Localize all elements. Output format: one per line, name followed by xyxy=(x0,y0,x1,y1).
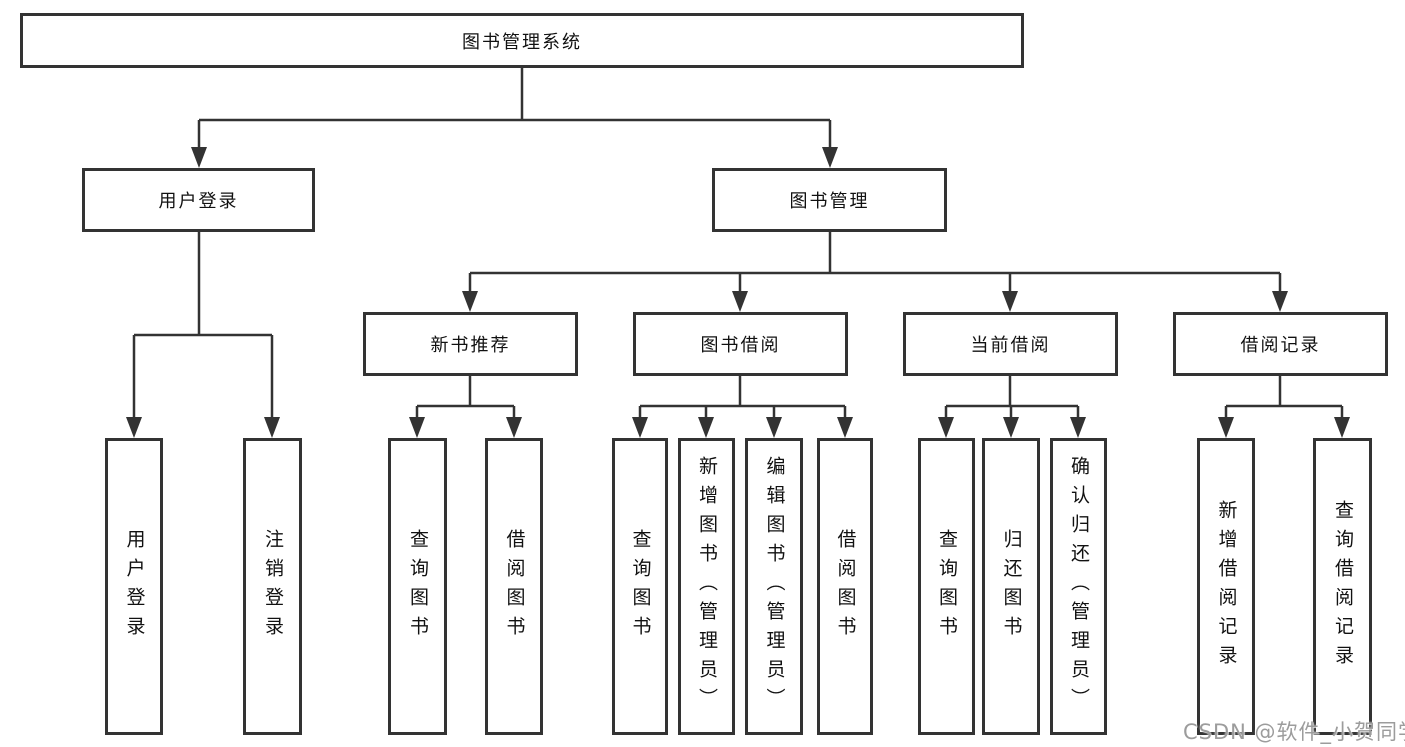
node-borrowing-records: 借阅记录 xyxy=(1173,312,1388,376)
node-current-borrowing: 当前借阅 xyxy=(903,312,1118,376)
node-book-borrowing: 图书借阅 xyxy=(633,312,848,376)
leaf-logout: 注销登录 xyxy=(243,438,302,735)
node-root-system: 图书管理系统 xyxy=(20,13,1024,68)
leaf-add-books-admin: 新增图书（管理员） xyxy=(678,438,735,735)
leaf-query-books-current: 查询图书 xyxy=(918,438,975,735)
connector-segments xyxy=(132,68,1344,420)
leaf-add-borrow-record: 新增借阅记录 xyxy=(1197,438,1255,735)
leaf-borrow-books: 借阅图书 xyxy=(817,438,873,735)
node-new-book-recommend: 新书推荐 xyxy=(363,312,578,376)
leaf-query-borrow-record: 查询借阅记录 xyxy=(1313,438,1372,735)
leaf-user-login: 用户登录 xyxy=(105,438,163,735)
node-book-management: 图书管理 xyxy=(712,168,947,232)
leaf-query-books-borrow: 查询图书 xyxy=(612,438,668,735)
leaf-edit-books-admin: 编辑图书（管理员） xyxy=(745,438,803,735)
node-user-login: 用户登录 xyxy=(82,168,315,232)
leaf-confirm-return-admin: 确认归还（管理员） xyxy=(1050,438,1107,735)
leaf-borrow-books-recommend: 借阅图书 xyxy=(485,438,543,735)
leaf-query-books-recommend: 查询图书 xyxy=(388,438,447,735)
leaf-return-books: 归还图书 xyxy=(982,438,1040,735)
csdn-watermark: CSDN @软件_小贺同学 xyxy=(1183,720,1405,744)
arrowheads xyxy=(126,147,1350,438)
